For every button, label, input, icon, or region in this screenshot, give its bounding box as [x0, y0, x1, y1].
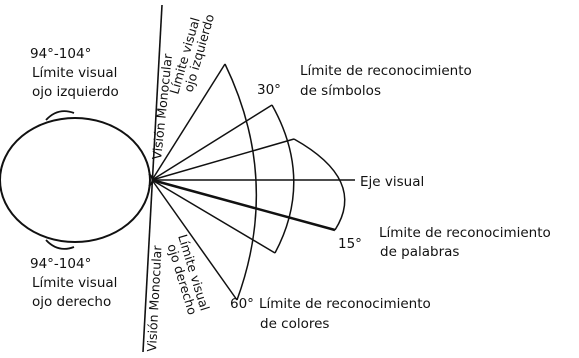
vision-rays [151, 63, 355, 301]
colors-limit-line2: de colores [260, 316, 329, 332]
symbols-limit-line1: Límite de reconocimiento [300, 63, 472, 79]
arc-symbols-limit [271, 104, 295, 254]
ray-30-lower [151, 179, 276, 254]
left-bottom-line2: ojo derecho [32, 294, 111, 310]
left-top-line2: ojo izquierdo [32, 84, 119, 100]
ray-30-upper [151, 104, 273, 181]
ray-outer-upper [151, 63, 226, 181]
ray-15-lower [151, 178, 336, 232]
limit-right-eye-label: Límite visual ojo derecho [164, 232, 212, 316]
angle-15-label: 15° [338, 236, 362, 252]
symbols-limit-line2: de símbolos [300, 83, 381, 99]
limit-left-eye-label: Límite visual ojo izquierdo [166, 12, 217, 96]
monocular-label-bottom: Visión Monocular [144, 244, 165, 352]
words-limit-line1: Límite de reconocimiento [379, 225, 551, 241]
left-top-angle: 94°-104° [30, 46, 91, 62]
ear-bottom [45, 239, 75, 250]
ear-top [45, 110, 75, 121]
monocular-label-top: Visión Monocular [149, 52, 175, 160]
words-limit-line2: de palabras [380, 244, 459, 260]
ray-15-upper [151, 138, 295, 181]
head-figure [0, 110, 154, 250]
arc-words-limit [293, 138, 346, 231]
colors-limit-line1: Límite de reconocimiento [259, 296, 431, 312]
arc-colors-limit [224, 63, 258, 301]
angle-60-label: 60° [230, 296, 254, 312]
vision-arcs [224, 63, 346, 301]
left-top-line1: Límite visual [32, 65, 117, 81]
head-outline [0, 117, 151, 243]
left-bottom-line1: Límite visual [32, 275, 117, 291]
angle-30-label: 30° [257, 82, 281, 98]
left-bottom-angle: 94°-104° [30, 256, 91, 272]
ray-outer-lower [151, 179, 238, 301]
eye-axis-label: Eje visual [360, 174, 424, 190]
